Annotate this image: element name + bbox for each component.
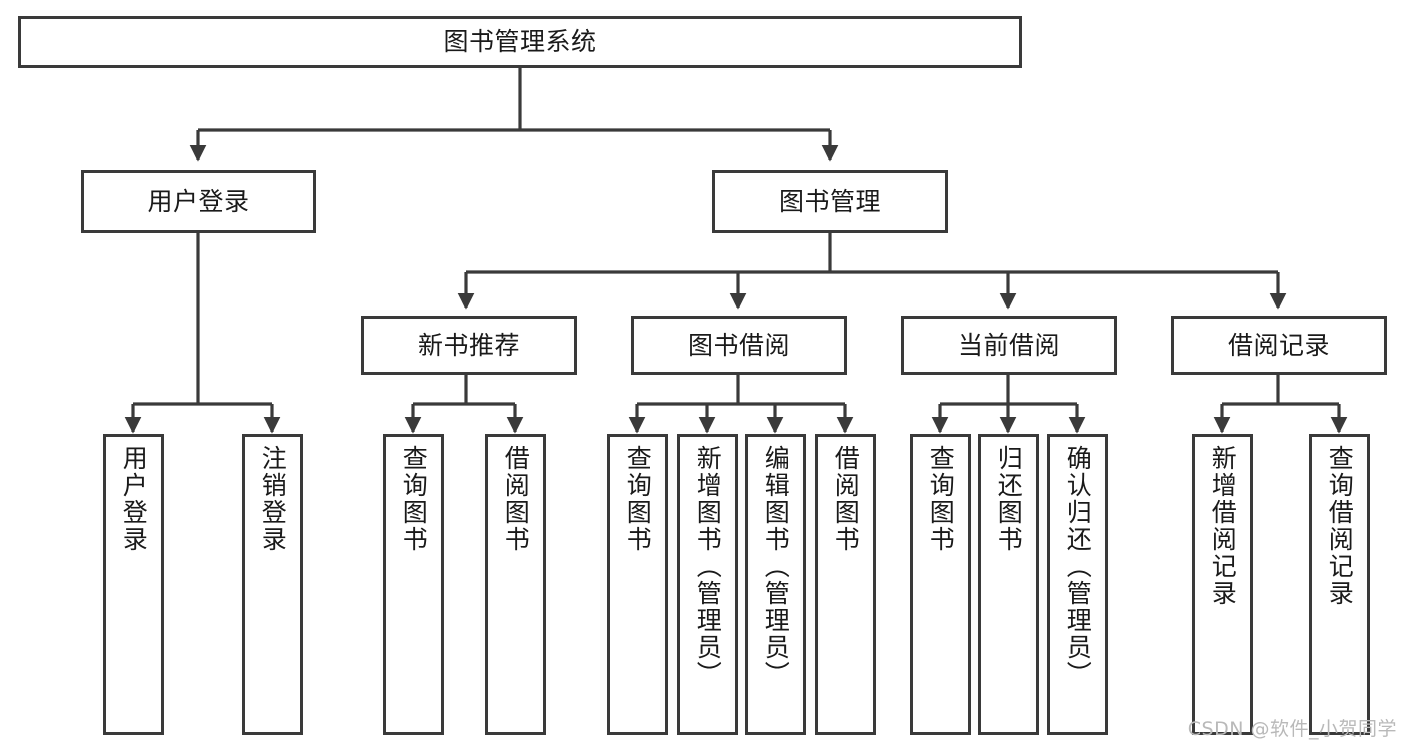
- node-current-borrow-label: 当前借阅: [957, 330, 1060, 360]
- node-leaf-query-book-1-label: 查询图书: [399, 445, 429, 553]
- node-book-borrow[interactable]: 图书借阅: [631, 316, 847, 375]
- node-user-login[interactable]: 用户登录: [81, 170, 316, 233]
- node-leaf-edit-book[interactable]: 编辑图书（管理员）: [745, 434, 806, 735]
- node-leaf-borrow-book-1-label: 借阅图书: [501, 445, 531, 553]
- node-leaf-return-book-label: 归还图书: [994, 445, 1024, 553]
- node-book-manage[interactable]: 图书管理: [712, 170, 948, 233]
- node-leaf-user-login[interactable]: 用户登录: [103, 434, 164, 735]
- node-leaf-query-book-2[interactable]: 查询图书: [607, 434, 668, 735]
- node-leaf-query-book-2-label: 查询图书: [623, 445, 653, 553]
- node-leaf-user-login-label: 用户登录: [119, 445, 149, 553]
- node-book-manage-label: 图书管理: [778, 186, 881, 216]
- node-leaf-query-record[interactable]: 查询借阅记录: [1309, 434, 1370, 735]
- node-leaf-confirm-return[interactable]: 确认归还（管理员）: [1047, 434, 1108, 735]
- node-leaf-borrow-book-2-label: 借阅图书: [831, 445, 861, 553]
- node-borrow-record[interactable]: 借阅记录: [1171, 316, 1387, 375]
- node-user-login-label: 用户登录: [147, 186, 250, 216]
- node-leaf-borrow-book-1[interactable]: 借阅图书: [485, 434, 546, 735]
- node-leaf-confirm-return-label: 确认归还（管理员）: [1063, 445, 1093, 688]
- node-leaf-query-book-1[interactable]: 查询图书: [383, 434, 444, 735]
- node-leaf-query-record-label: 查询借阅记录: [1325, 445, 1355, 607]
- node-leaf-add-record-label: 新增借阅记录: [1208, 445, 1238, 607]
- node-root[interactable]: 图书管理系统: [18, 16, 1022, 68]
- node-new-book-recommend[interactable]: 新书推荐: [361, 316, 577, 375]
- node-new-book-recommend-label: 新书推荐: [417, 330, 520, 360]
- node-leaf-edit-book-label: 编辑图书（管理员）: [761, 445, 791, 688]
- node-leaf-add-book-label: 新增图书（管理员）: [693, 445, 723, 688]
- node-leaf-user-logout-label: 注销登录: [258, 445, 288, 553]
- node-leaf-add-book[interactable]: 新增图书（管理员）: [677, 434, 738, 735]
- node-current-borrow[interactable]: 当前借阅: [901, 316, 1117, 375]
- watermark: CSDN @软件_小贺同学: [1187, 718, 1397, 740]
- node-leaf-query-book-3-label: 查询图书: [926, 445, 956, 553]
- node-leaf-borrow-book-2[interactable]: 借阅图书: [815, 434, 876, 735]
- node-borrow-record-label: 借阅记录: [1227, 330, 1330, 360]
- node-leaf-user-logout[interactable]: 注销登录: [242, 434, 303, 735]
- node-leaf-return-book[interactable]: 归还图书: [978, 434, 1039, 735]
- node-leaf-add-record[interactable]: 新增借阅记录: [1192, 434, 1253, 735]
- node-leaf-query-book-3[interactable]: 查询图书: [910, 434, 971, 735]
- node-book-borrow-label: 图书借阅: [687, 330, 790, 360]
- node-root-label: 图书管理系统: [443, 27, 597, 56]
